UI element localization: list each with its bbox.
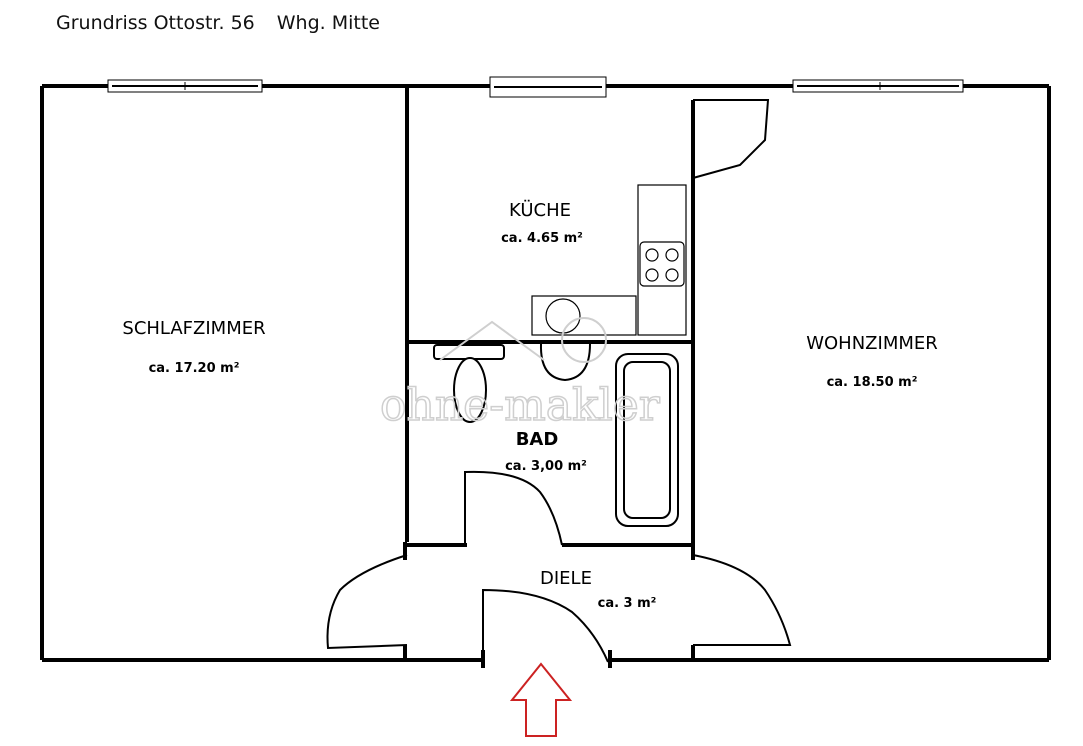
room-area-bad: ca. 3,00 m² (505, 459, 587, 474)
room-area-kueche: ca. 4.65 m² (501, 231, 583, 246)
room-name-diele: DIELE (540, 568, 592, 589)
room-name-schlafzimmer: SCHLAFZIMMER (122, 318, 265, 339)
window-kueche (489, 76, 607, 98)
room-name-wohnzimmer: WOHNZIMMER (806, 333, 938, 354)
room-area-wohnzimmer: ca. 18.50 m² (827, 375, 918, 390)
room-area-schlafzimmer: ca. 17.20 m² (149, 361, 240, 376)
door-schlafzimmer (326, 554, 408, 650)
sink-icon (545, 298, 581, 334)
room-name-kueche: KÜCHE (509, 199, 571, 221)
door-wohnzimmer (692, 554, 792, 646)
toilet-icon (433, 344, 505, 423)
window-schlafzimmer (107, 79, 263, 93)
room-area-diele: ca. 3 m² (598, 596, 657, 611)
door-wohnzimmer-kueche (692, 99, 770, 179)
address-label: Grundriss Ottostr. 56 (56, 12, 255, 34)
watermark-text: ohne-makler (380, 380, 661, 431)
stove-icon (639, 241, 685, 287)
room-name-bad: BAD (516, 429, 559, 450)
entrance-arrow-icon (509, 662, 573, 737)
bathtub-icon (615, 353, 679, 527)
window-wohnzimmer (792, 79, 964, 93)
watermark-logo (439, 317, 607, 363)
page-title: Grundriss Ottostr. 56 Whg. Mitte (56, 12, 380, 34)
unit-label: Whg. Mitte (276, 12, 380, 34)
door-bad (464, 470, 563, 546)
outer-walls (40, 84, 1051, 662)
interior-walls (403, 86, 695, 668)
door-entrance (482, 588, 609, 663)
